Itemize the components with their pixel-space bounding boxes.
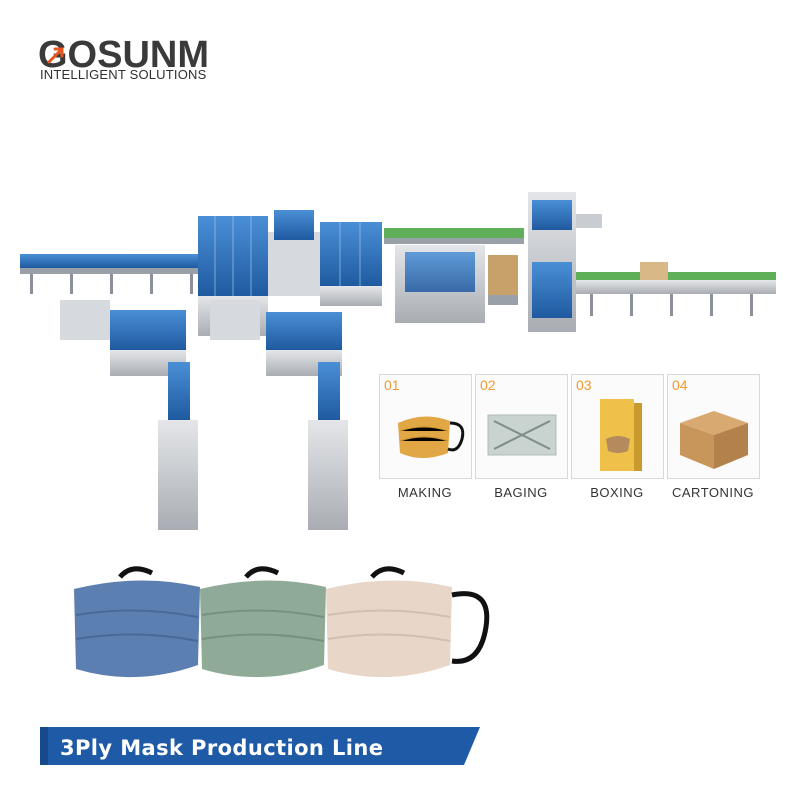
step-cartoning: 04 CARTONING [667, 374, 760, 500]
step-label: BAGING [494, 485, 548, 500]
boxing-tower [528, 192, 602, 332]
step-number: 02 [480, 377, 496, 393]
step-number: 03 [576, 377, 592, 393]
process-steps: 01 MAKING 02 BAGING 03 BOXING 04 [379, 374, 760, 504]
production-line-illustration [20, 192, 776, 530]
blue-mask-icon [74, 566, 200, 678]
box-icon [600, 399, 642, 471]
step-number: 04 [672, 377, 688, 393]
banner-title: 3Ply Mask Production Line [60, 736, 384, 760]
bagging-section [384, 228, 524, 323]
brand-tagline: INTELLIGENT SOLUTIONS [40, 67, 207, 82]
outfeed-conveyor [576, 262, 776, 316]
step-boxing: 03 BOXING [571, 374, 664, 500]
step-label: MAKING [397, 485, 453, 500]
main-machine [198, 210, 382, 336]
infeed-conveyor [20, 254, 200, 294]
title-banner [40, 727, 480, 765]
step-number: 01 [384, 377, 400, 393]
arrow-icon [47, 47, 64, 64]
mask-making-unit-left [60, 300, 198, 530]
brand-name: GOSUNM [38, 34, 209, 76]
mask-group [74, 566, 490, 678]
step-baging: 02 BAGING [475, 374, 568, 500]
brand-logo: GOSUNM INTELLIGENT SOLUTIONS [38, 36, 238, 86]
mask-making-unit-right [210, 300, 348, 530]
step-making: 01 MAKING [379, 374, 472, 500]
step-label: CARTONING [671, 485, 755, 500]
green-mask-icon [200, 566, 326, 678]
step-label: BOXING [590, 485, 644, 500]
carton-icon [680, 411, 748, 469]
bag-icon [487, 414, 557, 456]
beige-mask-icon [326, 566, 490, 678]
mask-icon [398, 416, 465, 458]
